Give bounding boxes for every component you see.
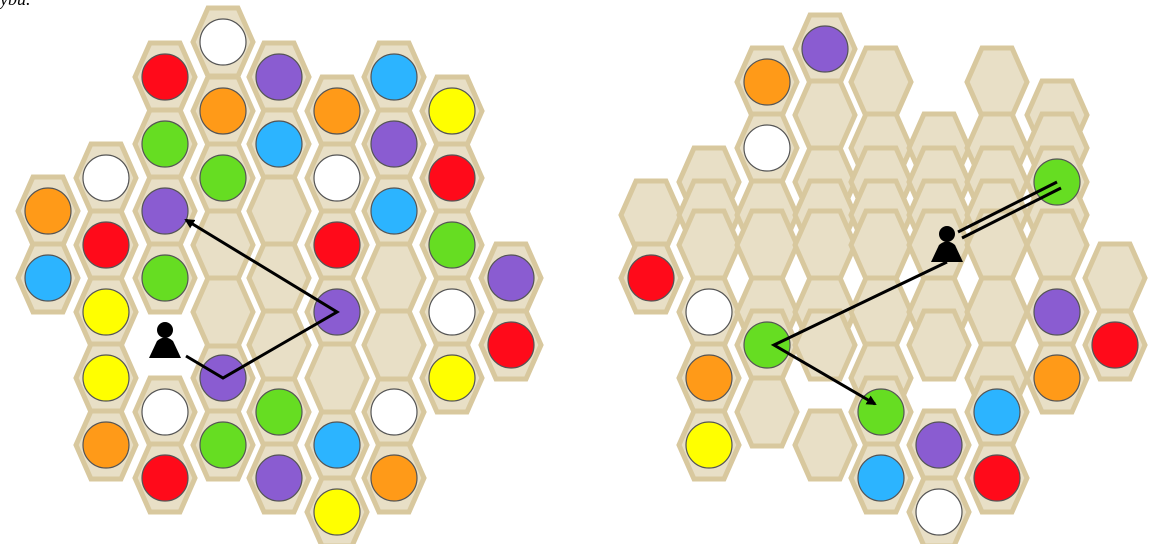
stone-yellow[interactable] [429,88,475,134]
stone-blue[interactable] [974,389,1020,435]
stone-purple[interactable] [488,255,534,301]
stone-purple[interactable] [256,455,302,501]
stone-blue[interactable] [25,255,71,301]
hex-cell[interactable] [795,81,855,149]
stone-green[interactable] [744,322,790,368]
pawn-head [939,226,955,242]
stone-purple[interactable] [371,121,417,167]
hex-cell[interactable] [851,278,911,346]
stone-blue[interactable] [371,54,417,100]
stone-red[interactable] [142,54,188,100]
hex-cell[interactable] [193,211,253,279]
stone-white[interactable] [83,155,129,201]
hex-cell[interactable] [795,211,855,279]
hex-cell[interactable] [364,244,424,312]
stone-red[interactable] [974,455,1020,501]
stone-yellow[interactable] [314,489,360,535]
stone-orange[interactable] [744,59,790,105]
stone-red[interactable] [628,255,674,301]
stone-orange[interactable] [83,422,129,468]
hex-cell[interactable] [679,211,739,279]
stone-green[interactable] [142,121,188,167]
pawn-icon[interactable] [149,322,181,358]
hex-cell[interactable] [851,48,911,116]
stone-white[interactable] [314,155,360,201]
hex-cell[interactable] [967,278,1027,346]
pawn-head [157,322,173,338]
hex-cell[interactable] [1085,244,1145,312]
stone-red[interactable] [83,222,129,268]
stone-red[interactable] [142,455,188,501]
stone-yellow[interactable] [429,355,475,401]
stone-purple[interactable] [142,188,188,234]
stone-purple[interactable] [916,422,962,468]
hex-cell[interactable] [249,177,309,245]
stone-white[interactable] [429,289,475,335]
stone-red[interactable] [488,322,534,368]
hex-cell[interactable] [851,211,911,279]
stone-red[interactable] [314,222,360,268]
stone-orange[interactable] [1034,355,1080,401]
stone-white[interactable] [916,489,962,535]
hex-cell[interactable] [737,211,797,279]
hex-cell[interactable] [1027,211,1087,279]
stone-white[interactable] [744,125,790,171]
stone-red[interactable] [429,155,475,201]
stone-blue[interactable] [256,121,302,167]
stone-blue[interactable] [858,455,904,501]
stone-green[interactable] [429,222,475,268]
stone-purple[interactable] [256,54,302,100]
hex-cell[interactable] [621,181,681,249]
stone-yellow[interactable] [83,289,129,335]
stone-green[interactable] [256,389,302,435]
stone-green[interactable] [200,422,246,468]
hex-cell[interactable] [193,278,253,346]
stone-blue[interactable] [371,188,417,234]
stone-white[interactable] [686,289,732,335]
hex-cell[interactable] [364,311,424,379]
stone-yellow[interactable] [686,422,732,468]
stone-white[interactable] [142,389,188,435]
stone-orange[interactable] [371,455,417,501]
stone-blue[interactable] [314,422,360,468]
stone-green[interactable] [142,255,188,301]
stone-yellow[interactable] [83,355,129,401]
stone-orange[interactable] [25,188,71,234]
hex-cell[interactable] [737,378,797,446]
stone-white[interactable] [371,389,417,435]
pawn-icon[interactable] [149,338,181,359]
hex-cell[interactable] [307,344,367,412]
stone-red[interactable] [1092,322,1138,368]
stone-orange[interactable] [314,88,360,134]
stone-green[interactable] [200,155,246,201]
stone-purple[interactable] [1034,289,1080,335]
stone-orange[interactable] [200,88,246,134]
stone-purple[interactable] [802,26,848,72]
game-board-right[interactable] [575,0,1150,544]
hex-cell[interactable] [909,311,969,379]
stone-white[interactable] [200,19,246,65]
hex-cell[interactable] [967,48,1027,116]
game-board-left[interactable] [0,0,575,544]
stone-green[interactable] [858,389,904,435]
hex-cell[interactable] [795,411,855,479]
stone-orange[interactable] [686,355,732,401]
